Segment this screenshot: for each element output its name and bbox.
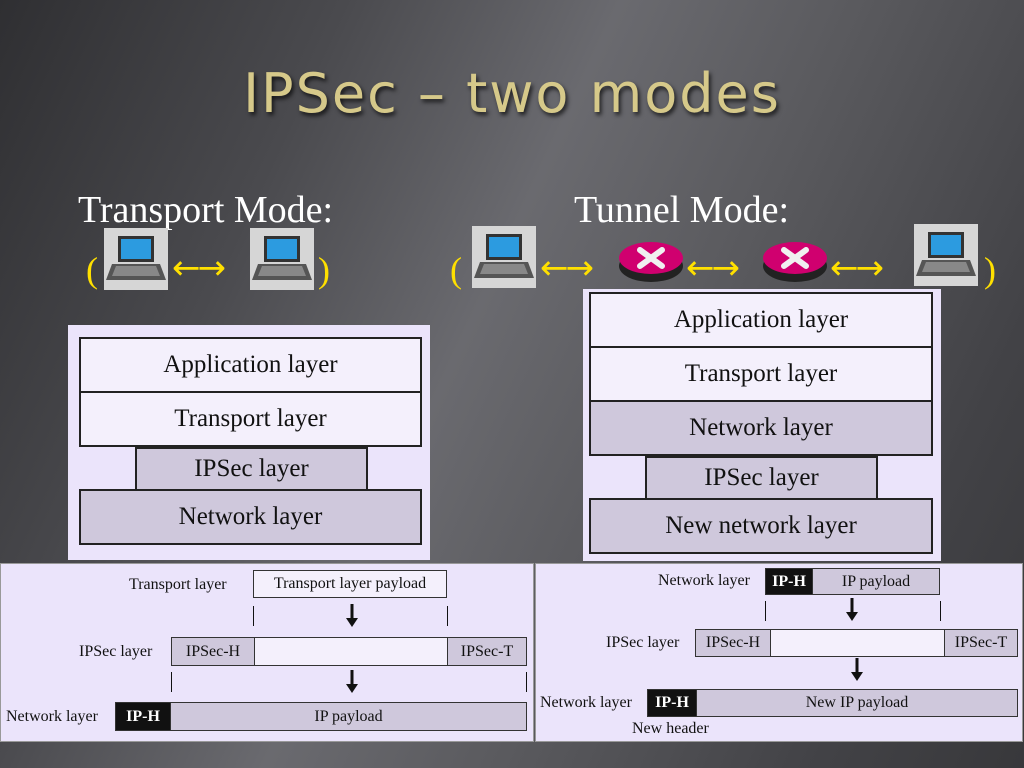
ipsec-layer: IPSec layer (135, 447, 368, 491)
new-ip-header: IP-H (647, 689, 697, 717)
ipsec-layer: IPSec layer (645, 456, 878, 500)
transport-mode-label: Transport Mode: (78, 189, 334, 231)
laptop-icon (104, 228, 168, 290)
application-layer: Application layer (589, 292, 933, 348)
ip-payload: IP payload (812, 568, 940, 595)
ip-header: IP-H (115, 702, 171, 731)
transport-stack-diagram: Application layer Transport layer IPSec … (68, 325, 430, 560)
router-icon (618, 236, 684, 284)
ipsec-trailer: IPSec-T (447, 637, 527, 666)
row-label-transport-layer: Transport layer (129, 576, 227, 593)
down-arrow-icon (344, 670, 360, 694)
guide-line (940, 601, 941, 621)
ip-header: IP-H (765, 568, 813, 595)
laptop-icon (250, 228, 314, 290)
router-icon (762, 236, 828, 284)
new-ip-payload: New IP payload (696, 689, 1018, 717)
tunnel-packet-diagram: Network layer IP-H IP payload IPSec laye… (535, 563, 1023, 742)
row-label-network-layer: Network layer (540, 694, 632, 711)
row-label-ipsec-layer: IPSec layer (606, 634, 680, 651)
network-layer: Network layer (589, 400, 933, 456)
transport-layer-payload: Transport layer payload (253, 570, 447, 598)
tunnel-mode-label: Tunnel Mode: (574, 189, 790, 231)
network-layer: Network layer (79, 489, 422, 545)
tunnel-open-paren: ( (450, 250, 462, 290)
down-arrow-icon (849, 658, 865, 682)
laptop-icon (914, 224, 978, 286)
guide-line (765, 601, 766, 621)
slide-title: IPSec – two modes (243, 62, 781, 125)
row-label-ipsec-layer: IPSec layer (79, 643, 153, 660)
tunnel-close-paren: ) (984, 250, 996, 290)
transport-packet-diagram: Transport layer Transport layer payload … (0, 563, 534, 742)
new-header-caption: New header (632, 720, 709, 737)
row-label-network-layer: Network layer (6, 708, 98, 725)
transport-open-paren: ( (86, 250, 98, 290)
down-arrow-icon (344, 604, 360, 628)
ipsec-payload (770, 629, 945, 657)
bidirectional-arrows: ←→ (686, 248, 740, 288)
down-arrow-icon (844, 598, 860, 622)
guide-line (171, 672, 172, 692)
row-label-network-layer: Network layer (658, 572, 750, 589)
guide-line (526, 672, 527, 692)
ip-payload: IP payload (170, 702, 527, 731)
application-layer: Application layer (79, 337, 422, 393)
bidirectional-arrows: ←→ (172, 248, 226, 288)
new-network-layer: New network layer (589, 498, 933, 554)
transport-layer: Transport layer (589, 346, 933, 402)
bidirectional-arrows: ←→ (540, 248, 594, 288)
ipsec-header: IPSec-H (171, 637, 255, 666)
transport-layer: Transport layer (79, 391, 422, 447)
guide-line (447, 606, 448, 626)
bidirectional-arrows: ←→ (830, 248, 884, 288)
ipsec-trailer: IPSec-T (944, 629, 1018, 657)
tunnel-stack-diagram: Application layer Transport layer Networ… (583, 289, 941, 561)
ipsec-payload (254, 637, 448, 666)
guide-line (253, 606, 254, 626)
laptop-icon (472, 226, 536, 288)
ipsec-header: IPSec-H (695, 629, 771, 657)
transport-close-paren: ) (318, 250, 330, 290)
